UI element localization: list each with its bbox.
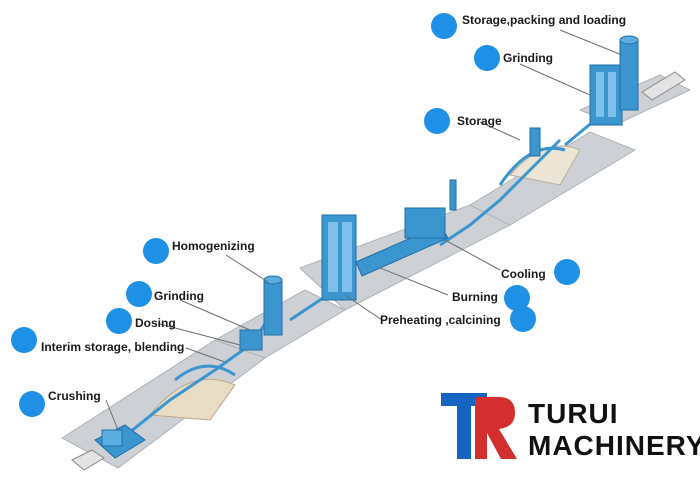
marker-homogenizing <box>143 238 169 264</box>
brand-line2: MACHINERY <box>528 430 700 462</box>
marker-storage-clinker <box>424 108 450 134</box>
label-grinding-raw: Grinding <box>154 289 204 303</box>
label-burning: Burning <box>452 290 498 304</box>
marker-preheating-calcining <box>510 306 536 332</box>
label-dosing: Dosing <box>135 316 176 330</box>
label-homogenizing: Homogenizing <box>172 239 255 253</box>
preheater-tower <box>322 215 356 300</box>
marker-grinding-raw <box>126 281 152 307</box>
label-grinding-cement: Grinding <box>503 51 553 65</box>
brand-line1: TURUI <box>528 398 619 430</box>
marker-storage-packing-loading <box>431 13 457 39</box>
clinker-silo <box>530 128 540 156</box>
marker-dosing <box>106 308 132 334</box>
marker-cooling <box>554 259 580 285</box>
label-crushing: Crushing <box>48 389 101 403</box>
turui-logo-icon <box>441 393 521 459</box>
label-preheating-calcining: Preheating ,calcining <box>380 313 501 327</box>
marker-grinding-cement <box>474 45 500 71</box>
label-cooling: Cooling <box>501 267 546 281</box>
label-storage-packing-loading: Storage,packing and loading <box>462 13 626 27</box>
marker-crushing <box>19 391 45 417</box>
marker-interim-storage-blending <box>11 327 37 353</box>
label-interim-storage-blending: Interim storage, blending <box>41 340 184 354</box>
label-storage-clinker: Storage <box>457 114 502 128</box>
